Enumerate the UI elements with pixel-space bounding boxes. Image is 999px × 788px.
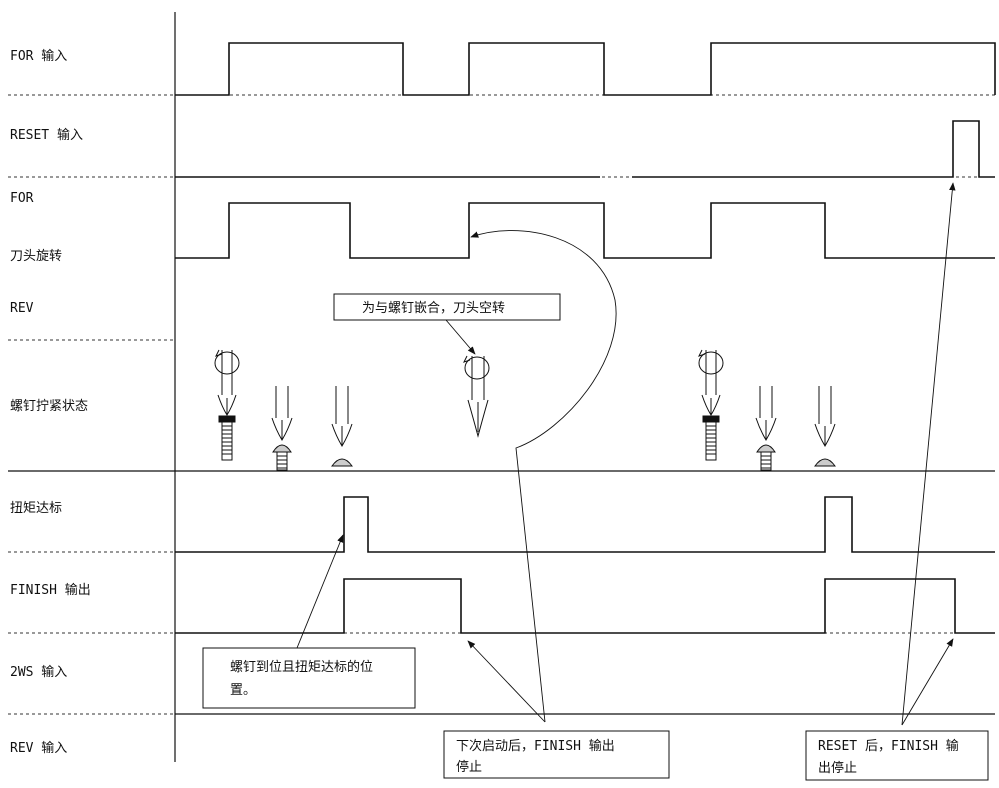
note-box-seated: [202, 647, 416, 709]
note-idle-spin-text: 为与螺钉嵌合，刀头空转: [362, 301, 505, 316]
reset-input-pulse: [632, 120, 995, 178]
bit-rotation-waveform: [175, 202, 995, 259]
row-label-torque-reached: 扭矩达标: [10, 501, 62, 516]
note-box-idle-spin: [333, 293, 561, 321]
note-reset-stop-line1: RESET 后，FINISH 输: [818, 738, 959, 754]
row-label-rev-input: REV 输入: [10, 740, 67, 756]
arrow-reset-stop-reset: [901, 182, 956, 726]
row-label-for-input: FOR 输入: [10, 48, 67, 64]
arrow-idle-spin: [445, 319, 476, 355]
finish-output-waveform: [175, 578, 995, 634]
screw-illustration-set-2: [698, 349, 836, 471]
torque-reached-waveform: [175, 496, 995, 553]
arrow-next-start-finish: [467, 640, 546, 723]
note-seated-line2: 置。: [230, 683, 256, 698]
note-seated-line1: 螺钉到位且扭矩达标的位: [230, 659, 373, 675]
row-label-bit-rotation: 刀头旋转: [10, 249, 62, 264]
curved-arrow-next-start: [470, 230, 617, 723]
note-box-reset-stop: [805, 730, 989, 781]
row-label-2ws-input: 2WS 输入: [10, 664, 67, 680]
screw-illustration-set-1: [214, 349, 353, 471]
note-next-start-line1: 下次启动后，FINISH 输出: [456, 738, 615, 754]
note-next-start-line2: 停止: [456, 759, 482, 775]
note-reset-stop-line2: 出停止: [818, 760, 857, 776]
row-label-for: FOR: [10, 191, 34, 206]
row-label-screw-state: 螺钉拧紧状态: [10, 399, 88, 414]
row-label-rev: REV: [10, 301, 34, 316]
row-label-finish-output: FINISH 输出: [10, 582, 91, 598]
arrow-reset-stop-finish: [901, 638, 954, 726]
screw-illustration-idle-spin: [463, 355, 490, 438]
for-input-waveform: [175, 42, 996, 96]
arrow-seated: [296, 534, 344, 649]
note-box-next-start: [443, 730, 670, 779]
row-label-reset-input: RESET 输入: [10, 127, 83, 143]
